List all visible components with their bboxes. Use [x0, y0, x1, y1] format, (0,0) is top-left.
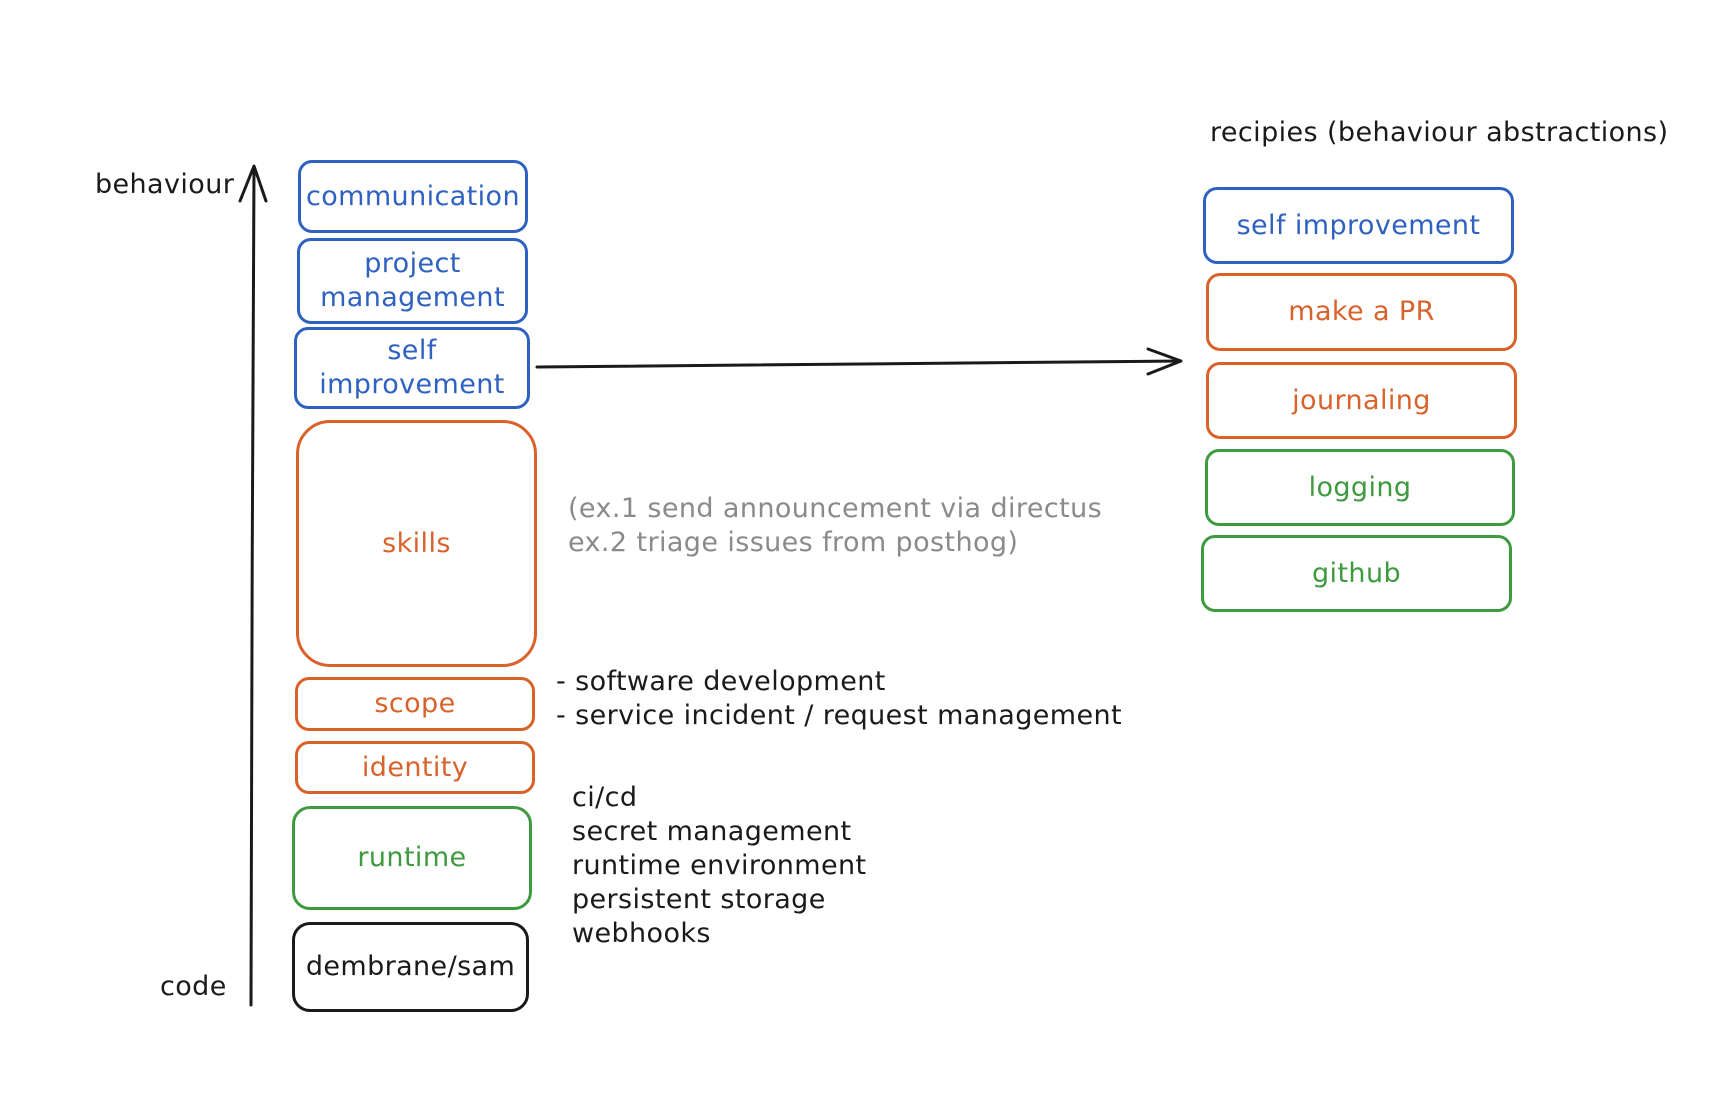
stack-label-runtime: runtime: [357, 842, 467, 873]
recipes-arrow-line: [535, 359, 1182, 369]
stack-label-skills: skills: [382, 527, 451, 559]
stack-box-skills: skills: [296, 420, 537, 667]
recipe-label-make-a-pr: make a PR: [1288, 296, 1435, 327]
stack-label-dembrane-sam: dembrane/sam: [305, 951, 516, 982]
recipe-label-logging: logging: [1308, 471, 1412, 503]
runtime-item-2: secret management: [572, 816, 852, 847]
recipe-label-journaling: journaling: [1292, 384, 1431, 416]
skills-example-1: (ex.1 send announcement via directus: [568, 493, 1103, 524]
recipe-label-github: github: [1312, 557, 1401, 589]
runtime-items-note: ci/cd secret management runtime environm…: [572, 781, 866, 951]
stack-box-project-management: project management: [297, 238, 528, 324]
axis-arrowhead: [238, 164, 268, 203]
recipe-box-journaling: journaling: [1206, 362, 1517, 439]
recipe-label-self-improvement: self improvement: [1236, 209, 1481, 241]
runtime-item-4: persistent storage: [572, 884, 826, 915]
scope-items-note: - software development - service inciden…: [556, 665, 1122, 733]
stack-box-identity: identity: [295, 741, 535, 794]
recipe-box-make-a-pr: make a PR: [1206, 273, 1517, 351]
runtime-item-5: webhooks: [572, 918, 711, 949]
skills-examples-note: (ex.1 send announcement via directus ex.…: [568, 492, 1102, 560]
recipe-box-github: github: [1201, 535, 1512, 612]
stack-label-communication: communication: [305, 180, 520, 212]
stack-box-runtime: runtime: [292, 806, 532, 910]
stack-label-management: management: [320, 282, 505, 313]
stack-box-self-improvement: self improvement: [294, 327, 530, 409]
stack-label-identity: identity: [361, 751, 469, 783]
recipes-arrow-head: [1146, 347, 1183, 376]
stack-box-scope: scope: [295, 677, 535, 731]
axis-arrow: [238, 164, 268, 1007]
runtime-item-1: ci/cd: [572, 782, 638, 813]
skills-example-2: ex.2 triage issues from posthog): [568, 527, 1019, 558]
scope-item-2: - service incident / request management: [556, 700, 1122, 731]
recipes-title: recipies (behaviour abstractions): [1210, 117, 1669, 148]
stack-box-dembrane-sam: dembrane/sam: [292, 922, 529, 1012]
axis-top-label: behaviour: [95, 169, 235, 200]
recipe-box-logging: logging: [1205, 449, 1515, 526]
stack-label-scope: scope: [374, 688, 456, 719]
recipes-arrow: [535, 347, 1183, 376]
stack-label-self-improvement: self improvement: [319, 335, 505, 400]
axis-line: [249, 165, 256, 1007]
stack-label-project: project: [364, 248, 461, 279]
scope-item-1: - software development: [556, 666, 886, 697]
recipe-box-self-improvement: self improvement: [1203, 187, 1514, 264]
runtime-item-3: runtime environment: [572, 850, 867, 881]
stack-box-communication: communication: [298, 160, 528, 233]
axis-bottom-label: code: [160, 971, 227, 1002]
